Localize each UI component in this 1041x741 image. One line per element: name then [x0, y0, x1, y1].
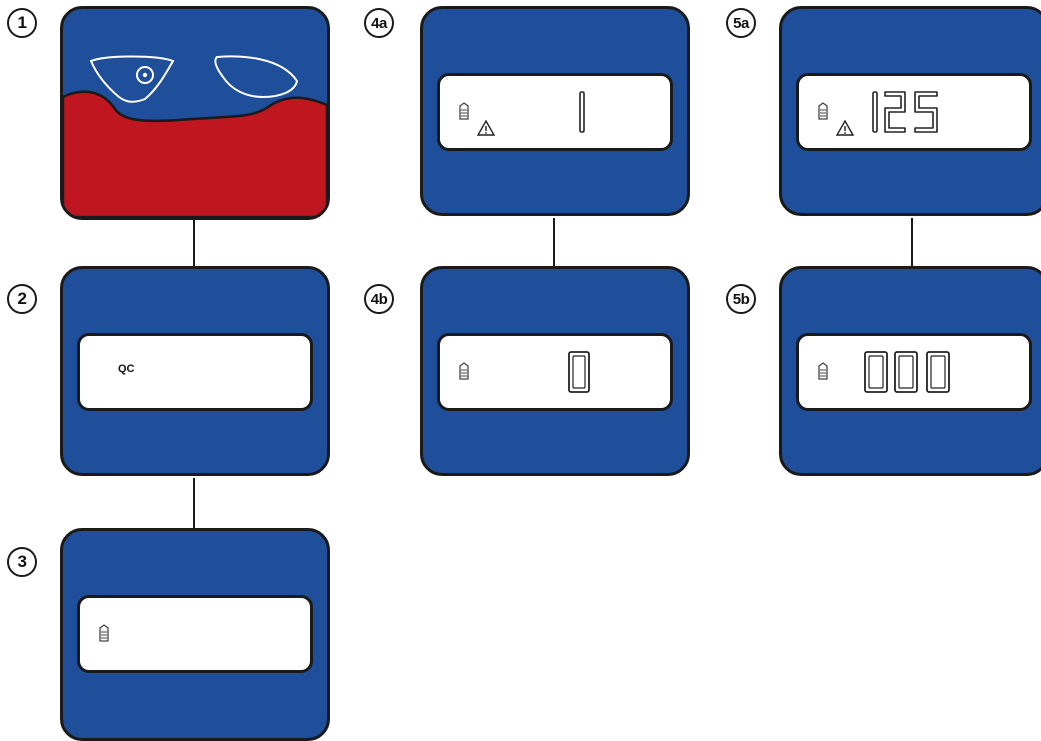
lcd-digit-0	[566, 350, 592, 396]
warning-icon	[477, 120, 495, 136]
lcd-screen	[437, 73, 673, 151]
step-4b-badge: 4b	[364, 284, 394, 314]
lcd-qc-label: QC	[118, 363, 135, 375]
connector-1-2	[193, 218, 195, 268]
battery-icon	[458, 102, 470, 120]
lcd-screen	[437, 333, 673, 411]
meter-device-step-4a	[420, 6, 690, 216]
connector-5a-5b	[911, 218, 913, 268]
connector-4a-4b	[553, 218, 555, 268]
step-2-badge: 2	[7, 284, 37, 314]
step-3-badge: 3	[7, 547, 37, 577]
battery-icon	[98, 624, 110, 642]
meter-device-step-5b	[779, 266, 1041, 476]
lcd-digit-1	[572, 90, 592, 136]
meter-cover	[63, 9, 327, 217]
battery-icon	[458, 362, 470, 380]
lcd-screen	[796, 333, 1032, 411]
eye-button-icon[interactable]	[87, 49, 177, 105]
battery-icon	[817, 362, 829, 380]
dropdown-button-icon[interactable]	[211, 51, 301, 103]
step-5b-badge: 5b	[726, 284, 756, 314]
connector-2-3	[193, 478, 195, 530]
lcd-screen	[796, 73, 1032, 151]
step-5a-badge: 5a	[726, 8, 756, 38]
meter-device-step-1	[60, 6, 330, 220]
meter-device-step-5a	[779, 6, 1041, 216]
step-4a-badge: 4a	[364, 8, 394, 38]
lcd-digits-000	[863, 350, 955, 396]
lcd-screen	[77, 595, 313, 673]
warning-icon	[836, 120, 854, 136]
lcd-digits-125	[869, 90, 949, 136]
meter-device-step-4b	[420, 266, 690, 476]
meter-device-step-3	[60, 528, 330, 741]
battery-icon	[817, 102, 829, 120]
step-1-badge: 1	[7, 8, 37, 38]
lcd-screen: QC	[77, 333, 313, 411]
meter-device-step-2: QC	[60, 266, 330, 476]
